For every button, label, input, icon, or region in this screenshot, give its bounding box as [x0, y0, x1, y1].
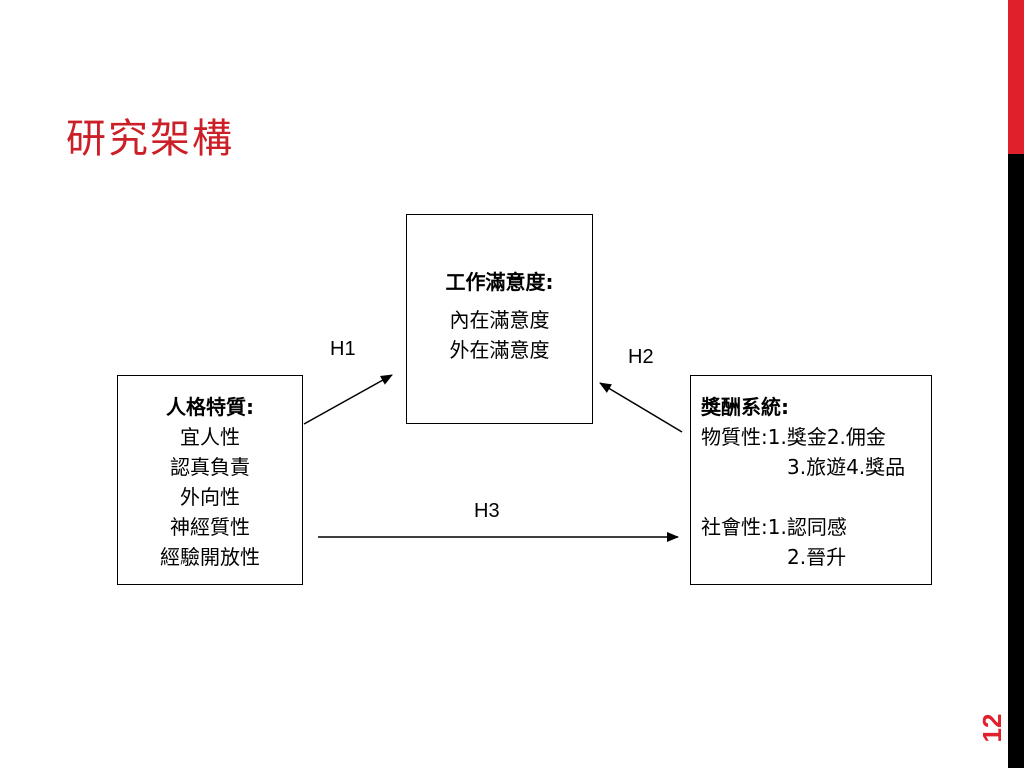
reward-system-title: 獎酬系統: — [701, 395, 789, 419]
diagram-arrows — [303, 374, 683, 542]
personality-title: 人格特質: — [166, 395, 254, 419]
right-accent-bar-black — [1008, 154, 1024, 768]
hypothesis-label-h1: H1 — [330, 338, 356, 360]
reward-material-line: 3.旅遊4.獎品 — [787, 455, 906, 479]
page-title: 研究架構 — [66, 116, 234, 162]
spacer — [701, 482, 931, 512]
reward-social-line: 2.晉升 — [787, 545, 847, 569]
personality-item: 經驗開放性 — [160, 545, 260, 569]
hypothesis-label-h2: H2 — [628, 346, 654, 368]
job-satisfaction-item: 外在滿意度 — [449, 338, 550, 362]
personality-item: 宜人性 — [180, 425, 240, 449]
reward-social-line: 社會性:1.認同感 — [701, 515, 847, 539]
arrow-h2 — [599, 382, 683, 433]
personality-item: 神經質性 — [170, 515, 250, 539]
personality-item: 外向性 — [180, 485, 240, 509]
job-satisfaction-item: 內在滿意度 — [449, 308, 550, 332]
personality-box: 人格特質: 宜人性 認真負責 外向性 神經質性 經驗開放性 — [117, 375, 303, 585]
hypothesis-label-h3: H3 — [474, 500, 500, 522]
arrow-h1 — [303, 374, 393, 425]
job-satisfaction-title: 工作滿意度: — [445, 270, 554, 294]
reward-material-line: 物質性:1.獎金2.佣金 — [701, 425, 886, 449]
personality-item: 認真負責 — [170, 455, 250, 479]
reward-system-box: 獎酬系統: 物質性:1.獎金2.佣金 3.旅遊4.獎品 社會性:1.認同感 2.… — [690, 375, 932, 585]
right-accent-bar-red — [1008, 0, 1024, 154]
job-satisfaction-box: 工作滿意度: 內在滿意度 外在滿意度 — [406, 214, 593, 424]
